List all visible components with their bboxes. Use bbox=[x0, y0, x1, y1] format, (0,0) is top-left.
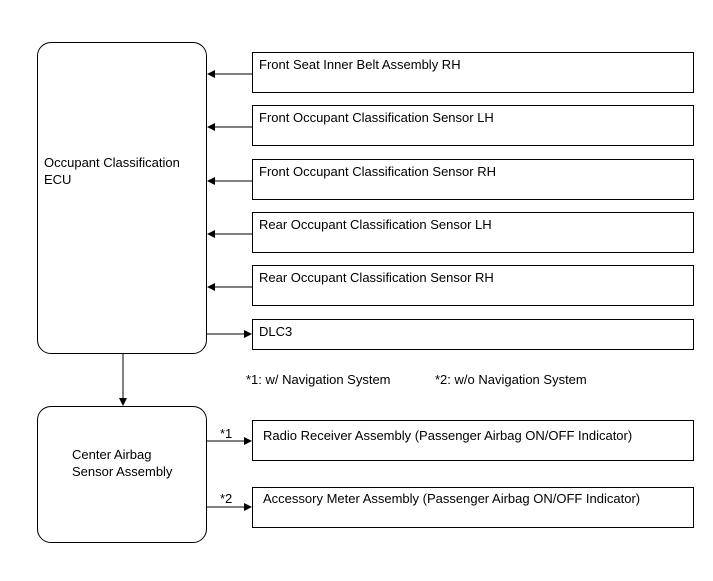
airbag-label-line2: Sensor Assembly bbox=[72, 464, 173, 479]
center-airbag-sensor-box: Center Airbag Sensor Assembly bbox=[37, 406, 207, 543]
note-navigation: *1: w/ Navigation System bbox=[246, 372, 391, 387]
input-box-rear-sensor-lh: Rear Occupant Classification Sensor LH bbox=[252, 212, 694, 253]
output-box-accessory-meter: Accessory Meter Assembly (Passenger Airb… bbox=[252, 487, 694, 528]
airbag-label-line1: Center Airbag bbox=[72, 447, 152, 462]
note-no-navigation: *2: w/o Navigation System bbox=[435, 372, 587, 387]
output-mark-2: *2 bbox=[220, 491, 233, 506]
input-label: Rear Occupant Classification Sensor LH bbox=[259, 217, 492, 232]
input-label: Front Seat Inner Belt Assembly RH bbox=[259, 57, 461, 72]
input-box-front-sensor-lh: Front Occupant Classification Sensor LH bbox=[252, 105, 694, 146]
output-box-radio-receiver: Radio Receiver Assembly (Passenger Airba… bbox=[252, 420, 694, 461]
output-label: Accessory Meter Assembly (Passenger Airb… bbox=[263, 491, 641, 506]
input-box-front-sensor-rh: Front Occupant Classification Sensor RH bbox=[252, 159, 694, 200]
input-label: Rear Occupant Classification Sensor RH bbox=[259, 270, 494, 285]
output-mark-1: *1 bbox=[220, 426, 233, 441]
input-box-rear-sensor-rh: Rear Occupant Classification Sensor RH bbox=[252, 265, 694, 306]
dlc3-label: DLC3 bbox=[259, 324, 293, 339]
input-label: Front Occupant Classification Sensor RH bbox=[259, 164, 496, 179]
ecu-label-line2: ECU bbox=[44, 172, 72, 187]
dlc3-box: DLC3 bbox=[252, 319, 694, 350]
input-label: Front Occupant Classification Sensor LH bbox=[259, 110, 494, 125]
ecu-label-line1: Occupant Classification bbox=[44, 155, 180, 170]
input-box-front-seat-belt-rh: Front Seat Inner Belt Assembly RH bbox=[252, 52, 694, 93]
output-label: Radio Receiver Assembly (Passenger Airba… bbox=[263, 428, 633, 443]
occupant-classification-ecu-box: Occupant Classification ECU bbox=[37, 42, 207, 354]
